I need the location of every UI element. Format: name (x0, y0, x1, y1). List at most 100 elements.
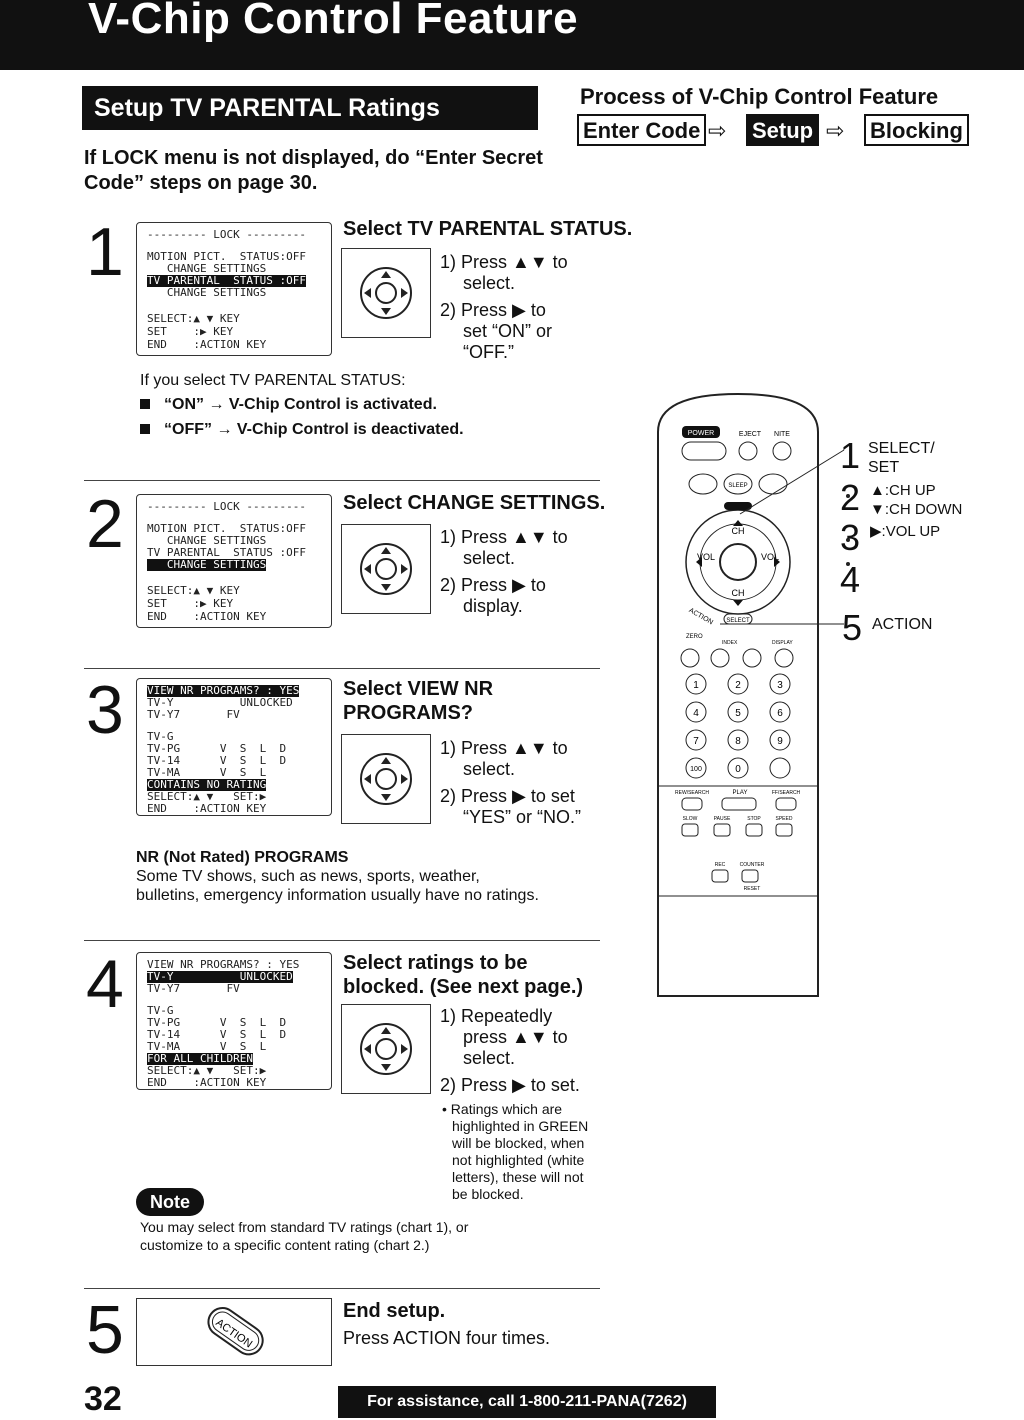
lock-menu-screen: --------- LOCK --------- MOTION PICT. ST… (136, 222, 332, 356)
instruction-text: 1) Repeatedly (440, 1006, 553, 1026)
screen-line: CHANGE SETTINGS (147, 286, 267, 299)
on-text: “ON” → V-Chip Control is activated. (164, 396, 437, 413)
callout-label: ▶:VOL UP (870, 523, 941, 540)
instruction-text: 2) Press ▶ to set (440, 786, 575, 806)
screen-line: SET :▶ KEY (147, 597, 234, 610)
divider (84, 668, 600, 669)
bullet-note-line: highlighted in GREEN (452, 1118, 589, 1134)
svg-text:REW/SEARCH: REW/SEARCH (675, 790, 709, 796)
instruction-text: set “ON” or (463, 321, 553, 341)
bullet-note: • Ratings which are highlighted in GREEN… (442, 1101, 588, 1203)
screen-line: END :ACTION KEY (147, 610, 267, 623)
joystick-dial-icon (341, 248, 431, 338)
arrow-icon: ⇨ (826, 118, 845, 143)
nr-text: bulletins, emergency information usually… (136, 887, 539, 904)
process-step-setup: Setup (746, 114, 820, 146)
svg-text:STOP: STOP (747, 816, 761, 822)
svg-text:INDEX: INDEX (722, 640, 738, 646)
note-text: customize to a specific content rating (… (140, 1237, 430, 1253)
action-button-icon: ACTION (207, 1307, 264, 1356)
svg-text:COUNTER: COUNTER (740, 862, 765, 868)
joystick-dial-icon (341, 524, 431, 614)
instruction-text: press ▲▼ to (463, 1027, 568, 1047)
svg-text:ZERO: ZERO (686, 634, 703, 640)
callout-number: 2 (840, 477, 861, 518)
if-text: If you select TV PARENTAL STATUS: (140, 372, 406, 389)
svg-text:1: 1 (693, 680, 699, 691)
section-title: Setup TV PARENTAL Ratings (82, 86, 538, 130)
svg-text:9: 9 (777, 736, 783, 747)
screen-line: --------- LOCK --------- (147, 500, 306, 513)
remote-control-drawing: POWER EJECT NITE SLEEP CH CH VOL VOL SEL… (657, 392, 819, 997)
bullet-icon (140, 424, 150, 434)
svg-text:3: 3 (777, 680, 783, 691)
step-title: End setup. (343, 1300, 446, 1322)
off-text: “OFF” → V-Chip Control is deactivated. (164, 421, 464, 438)
bullet-icon (140, 399, 150, 409)
svg-text:PAUSE: PAUSE (714, 816, 731, 822)
instruction-text: 1) Press ▲▼ to (440, 527, 568, 547)
instruction-text: select. (463, 273, 516, 293)
screen-line: TV-MA V S L (147, 1040, 267, 1053)
screen-line-highlight: TV-Y UNLOCKED (147, 970, 293, 983)
svg-text:7: 7 (693, 736, 699, 747)
svg-text:6: 6 (777, 708, 783, 719)
divider (84, 940, 600, 941)
callout-label: ACTION (872, 616, 933, 633)
instruction-text: select. (463, 548, 516, 568)
divider (84, 1288, 600, 1289)
screen-line-highlight: CONTAINS NO RATING (147, 778, 267, 791)
step-title: Select VIEW NR (343, 678, 494, 700)
nr-title: NR (Not Rated) PROGRAMS (136, 849, 349, 866)
ratings-screen: VIEW NR PROGRAMS? : YES TV-Y UNLOCKED TV… (136, 952, 332, 1090)
note-text: You may select from standard TV ratings … (140, 1219, 469, 1235)
lock-menu-screen: --------- LOCK --------- MOTION PICT. ST… (136, 494, 332, 628)
callout-label: ▲:CH UP (870, 482, 936, 499)
note-badge: Note (136, 1188, 204, 1216)
screen-line: TV-Y7 FV (147, 982, 240, 995)
bullet-note-line: • Ratings which are (442, 1101, 563, 1117)
svg-text:8: 8 (735, 736, 741, 747)
svg-text:CH: CH (732, 588, 745, 598)
screen-line: END :ACTION KEY (147, 1076, 267, 1089)
svg-text:DISPLAY: DISPLAY (772, 640, 793, 646)
svg-text:100: 100 (690, 766, 702, 773)
nr-text: Some TV shows, such as news, sports, wea… (136, 868, 480, 885)
screen-line: SET :▶ KEY (147, 325, 234, 338)
callout-number: 3 (840, 517, 861, 558)
instruction-text: select. (463, 1048, 516, 1068)
callout-lines (720, 449, 850, 625)
screen-line: TV-G (147, 1004, 174, 1017)
screen-line: SELECT:▲ ▼ KEY (147, 312, 240, 325)
svg-text:0: 0 (735, 764, 741, 775)
bullet-note-line: letters), these will not (452, 1169, 584, 1185)
svg-text:CH: CH (732, 526, 745, 536)
svg-text:FF/SEARCH: FF/SEARCH (772, 790, 801, 796)
svg-text:VOL: VOL (761, 552, 779, 562)
process-step-enter-code: Enter Code (577, 114, 707, 146)
callout-number: 5 (842, 607, 863, 648)
step-title: Select TV PARENTAL STATUS. (343, 218, 633, 240)
step-number: 2 (86, 486, 124, 562)
bullet-note-line: will be blocked, when (452, 1135, 585, 1151)
callout-number: 4 (840, 559, 861, 600)
screen-line: CHANGE SETTINGS (147, 262, 267, 275)
instruction-text: display. (463, 596, 523, 616)
screen-line: END :ACTION KEY (147, 802, 267, 815)
screen-line: TV PARENTAL STATUS :OFF (147, 546, 306, 559)
svg-text:RESET: RESET (744, 886, 761, 892)
screen-line: SELECT:▲ ▼ SET:▶ (147, 790, 267, 803)
arrow-icon: ⇨ (708, 118, 727, 143)
instruction-text: select. (463, 759, 516, 779)
screen-line: --------- LOCK --------- (147, 228, 306, 241)
screen-line: MOTION PICT. STATUS:OFF (147, 522, 306, 535)
screen-line-highlight: VIEW NR PROGRAMS? : YES (147, 684, 300, 697)
svg-text:VOL: VOL (697, 552, 715, 562)
svg-text:2: 2 (735, 680, 741, 691)
screen-line: CHANGE SETTINGS (147, 534, 267, 547)
callout-number: 1 (840, 435, 861, 476)
screen-line: SELECT:▲ ▼ SET:▶ (147, 1064, 267, 1077)
screen-line-highlight: FOR ALL CHILDREN (147, 1052, 253, 1065)
joystick-dial-icon (341, 734, 431, 824)
bullet-note-line: not highlighted (white (452, 1152, 585, 1168)
